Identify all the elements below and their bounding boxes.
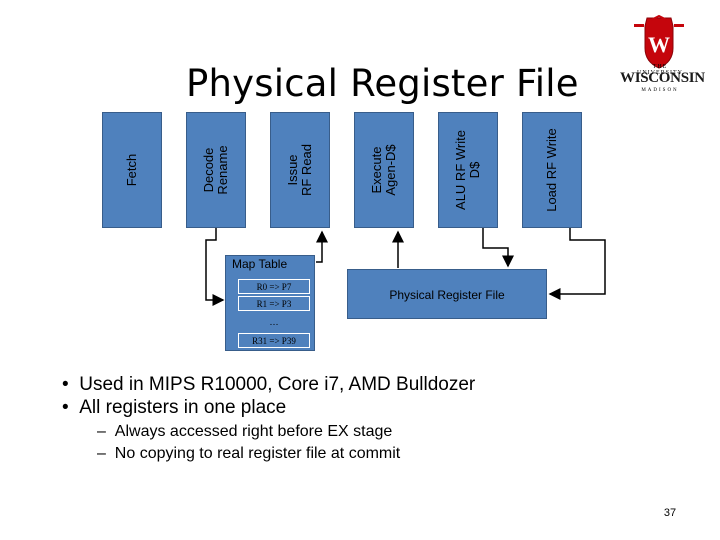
stage-load-rf-write: Load RF Write xyxy=(522,112,582,228)
svg-text:W: W xyxy=(648,32,670,57)
map-table-row: R0 => P7 xyxy=(238,279,310,294)
sub-bullet-item: – Always accessed right before EX stage xyxy=(97,423,393,440)
map-table-ellipsis: … xyxy=(269,317,279,327)
load-write-to-prf-arrow xyxy=(548,228,606,300)
alu-write-to-prf-arrow xyxy=(482,228,514,268)
logo-wisconsin-text: WISCONSIN xyxy=(620,70,705,86)
bullet-list: • Used in MIPS R10000, Core i7, AMD Bull… xyxy=(62,373,475,465)
map-table-row: R1 => P3 xyxy=(238,296,310,311)
logo-madison-text: MADISON xyxy=(641,88,679,93)
sub-bullet-list: – Always accessed right before EX stage … xyxy=(62,421,475,465)
slide-title: Physical Register File xyxy=(186,62,579,105)
university-crest-icon: W xyxy=(634,14,684,69)
physical-register-file-box: Physical Register File xyxy=(347,269,547,319)
stage-fetch: Fetch xyxy=(102,112,162,228)
bullet-item: • All registers in one place xyxy=(62,397,287,418)
logo-university-text: THE UNIVERSITY xyxy=(637,64,683,76)
bullet-item: • Used in MIPS R10000, Core i7, AMD Bull… xyxy=(62,374,476,395)
map-table-row: R31 => P39 xyxy=(238,333,310,348)
map-to-issue-arrow xyxy=(316,230,328,263)
sub-bullet-item: – No copying to real register file at co… xyxy=(97,445,401,462)
decode-to-map-arrow xyxy=(205,228,225,306)
page-number: 37 xyxy=(663,507,677,519)
map-table-title: Map Table xyxy=(232,257,288,271)
